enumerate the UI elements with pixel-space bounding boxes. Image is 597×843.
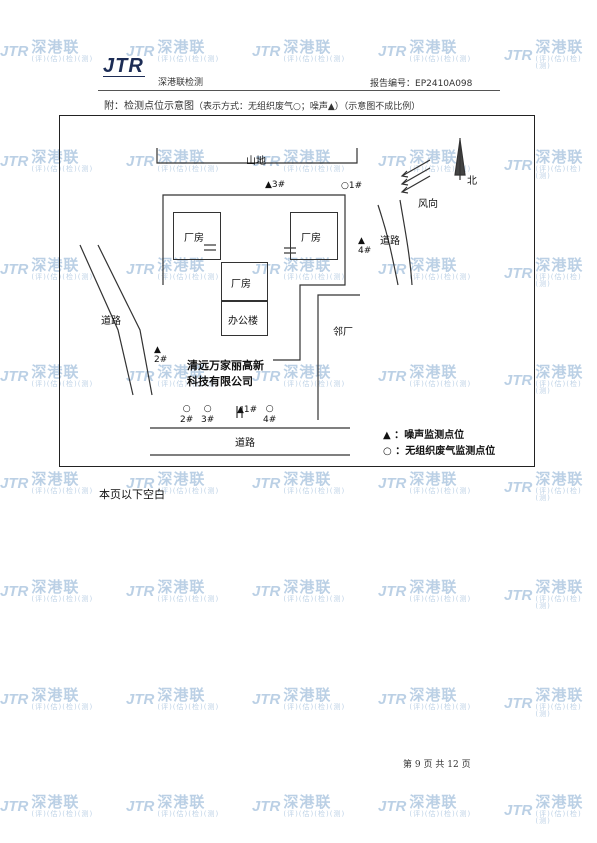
company-label-line2: 科技有限公司 xyxy=(187,375,253,388)
logo-underline xyxy=(103,76,145,77)
gas-point-2: ○2# xyxy=(180,404,194,425)
blank-page-note: 本页以下空白 xyxy=(99,488,165,501)
factory-building-2 xyxy=(290,212,338,260)
factory-label-1: 厂房 xyxy=(184,233,204,244)
gas-point-3: ○3# xyxy=(201,404,215,425)
office-building xyxy=(221,300,268,336)
legend-noise: ▲ ：噪声监测点位 xyxy=(383,430,465,441)
factory-label-3: 厂房 xyxy=(231,279,251,290)
gas-point-1: ○1# xyxy=(341,181,363,191)
noise-point-4: ▲4# xyxy=(358,236,372,256)
noise-point-3: ▲3# xyxy=(265,180,286,190)
gas-point-4: ○4# xyxy=(263,404,277,425)
office-label: 办公楼 xyxy=(228,316,258,327)
road-label-bottom: 道路 xyxy=(235,438,255,449)
legend-gas: ○ ：无组织废气监测点位 xyxy=(383,446,496,457)
page-number: 第 9 页 共 12 页 xyxy=(403,760,471,770)
neighbor-factory-label: 邻厂 xyxy=(333,327,353,338)
wind-direction-label: 风向 xyxy=(418,199,438,210)
factory-building-3 xyxy=(221,262,268,302)
north-label: 北 xyxy=(467,176,477,187)
road-label-left: 道路 xyxy=(101,316,121,327)
company-logo: JTR xyxy=(103,55,144,77)
company-label-line1: 清远万家丽高新 xyxy=(187,359,264,372)
mountain-label: 山地 xyxy=(246,156,266,167)
factory-label-2: 厂房 xyxy=(301,233,321,244)
noise-point-2: ▲2# xyxy=(154,345,168,365)
triangle-icon: ▲ xyxy=(383,430,391,441)
map-frame xyxy=(59,115,535,467)
figure-caption: 附：检测点位示意图（表示方式：无组织废气○；噪声▲）（示意图不成比例） xyxy=(104,101,421,112)
road-label-right: 道路 xyxy=(380,236,400,247)
header-rule xyxy=(98,90,500,91)
circle-icon: ○ xyxy=(383,446,392,457)
factory-building-1 xyxy=(173,212,221,260)
header-company-name: 深港联检测 xyxy=(158,78,204,88)
report-number: 报告编号：EP2410A098 xyxy=(370,79,473,89)
noise-point-1: ▲1# xyxy=(237,405,258,415)
